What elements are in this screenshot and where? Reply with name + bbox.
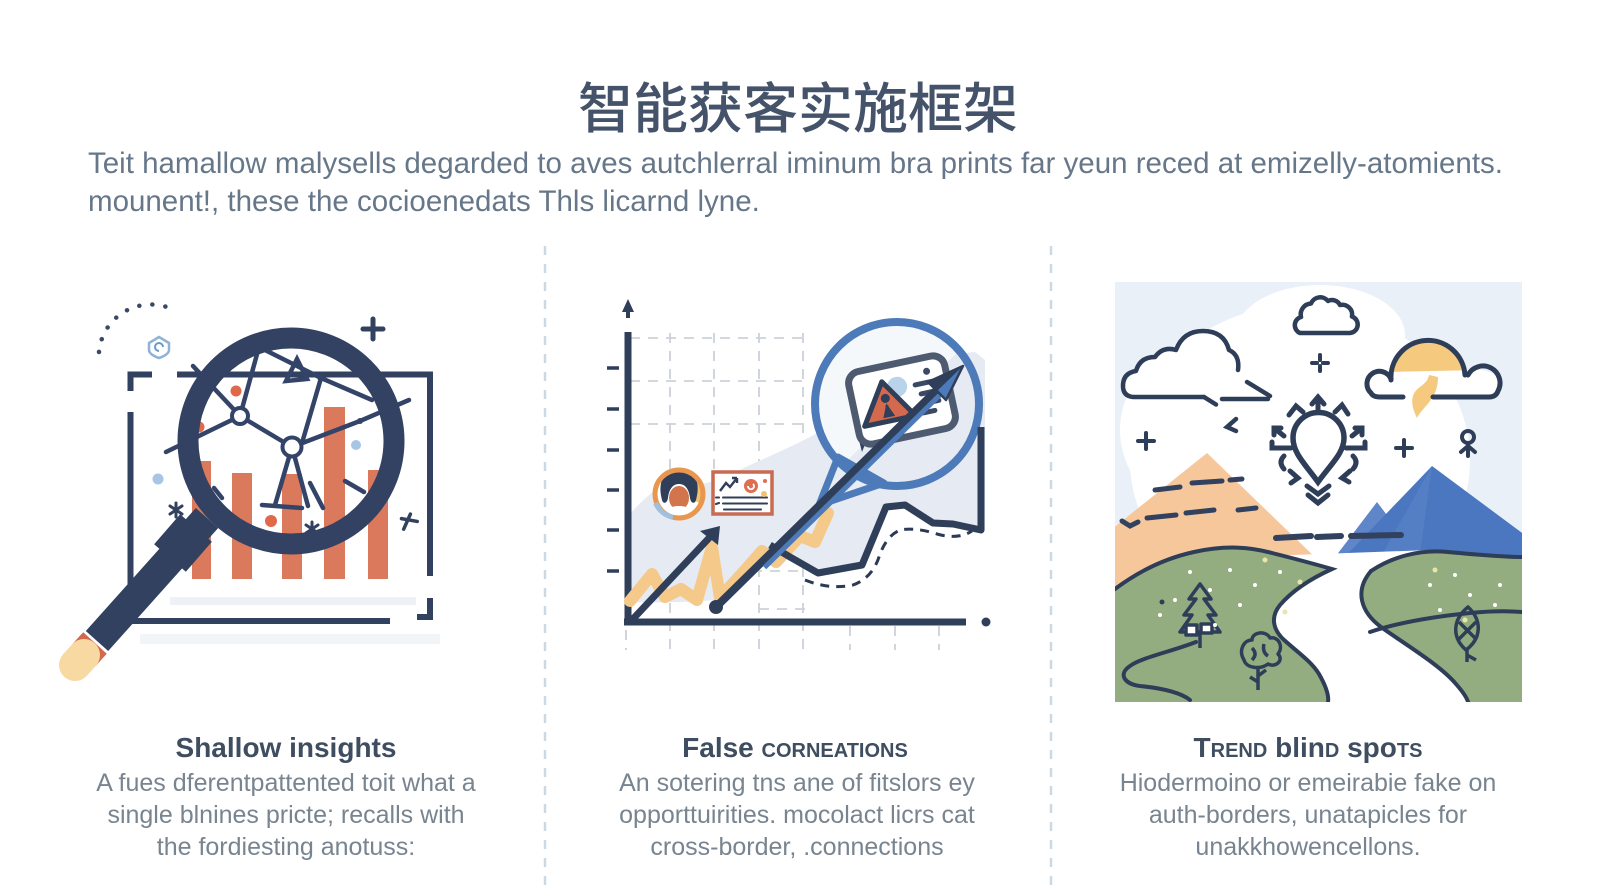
svg-text:An sotering tns ane of fitslor: An sotering tns ane of fitslors ey bbox=[619, 769, 975, 797]
svg-text:the fordiesting anotuss:: the fordiesting anotuss: bbox=[157, 833, 416, 861]
svg-text:A fues dferentpattented toit w: A fues dferentpattented toit what a bbox=[96, 769, 476, 797]
svg-text:opporttuirities. mocolact licr: opporttuirities. mocolact licrs cat bbox=[619, 801, 975, 829]
svg-text:cross-border, .connections: cross-border, .connections bbox=[650, 833, 943, 861]
svg-text:False corneations: False corneations bbox=[682, 732, 908, 763]
svg-text:single blnines pricte; recalls: single blnines pricte; recalls with bbox=[107, 801, 464, 829]
svg-text:Shallow insights: Shallow insights bbox=[176, 732, 397, 763]
svg-text:auth-borders, unatapicles for: auth-borders, unatapicles for bbox=[1149, 801, 1467, 829]
svg-text:Trend blind spots: Trend blind spots bbox=[1194, 732, 1423, 763]
svg-text:Hiodermoino or emeirabie fake: Hiodermoino or emeirabie fake on bbox=[1120, 769, 1497, 797]
svg-text:unakkhowencellons.: unakkhowencellons. bbox=[1195, 833, 1420, 861]
svg-text:Teit hamallow malysells degard: Teit hamallow malysells degarded to aves… bbox=[88, 147, 1503, 180]
svg-text:mounent!, these the cocioeneda: mounent!, these the cocioenedats Thls li… bbox=[88, 185, 760, 218]
